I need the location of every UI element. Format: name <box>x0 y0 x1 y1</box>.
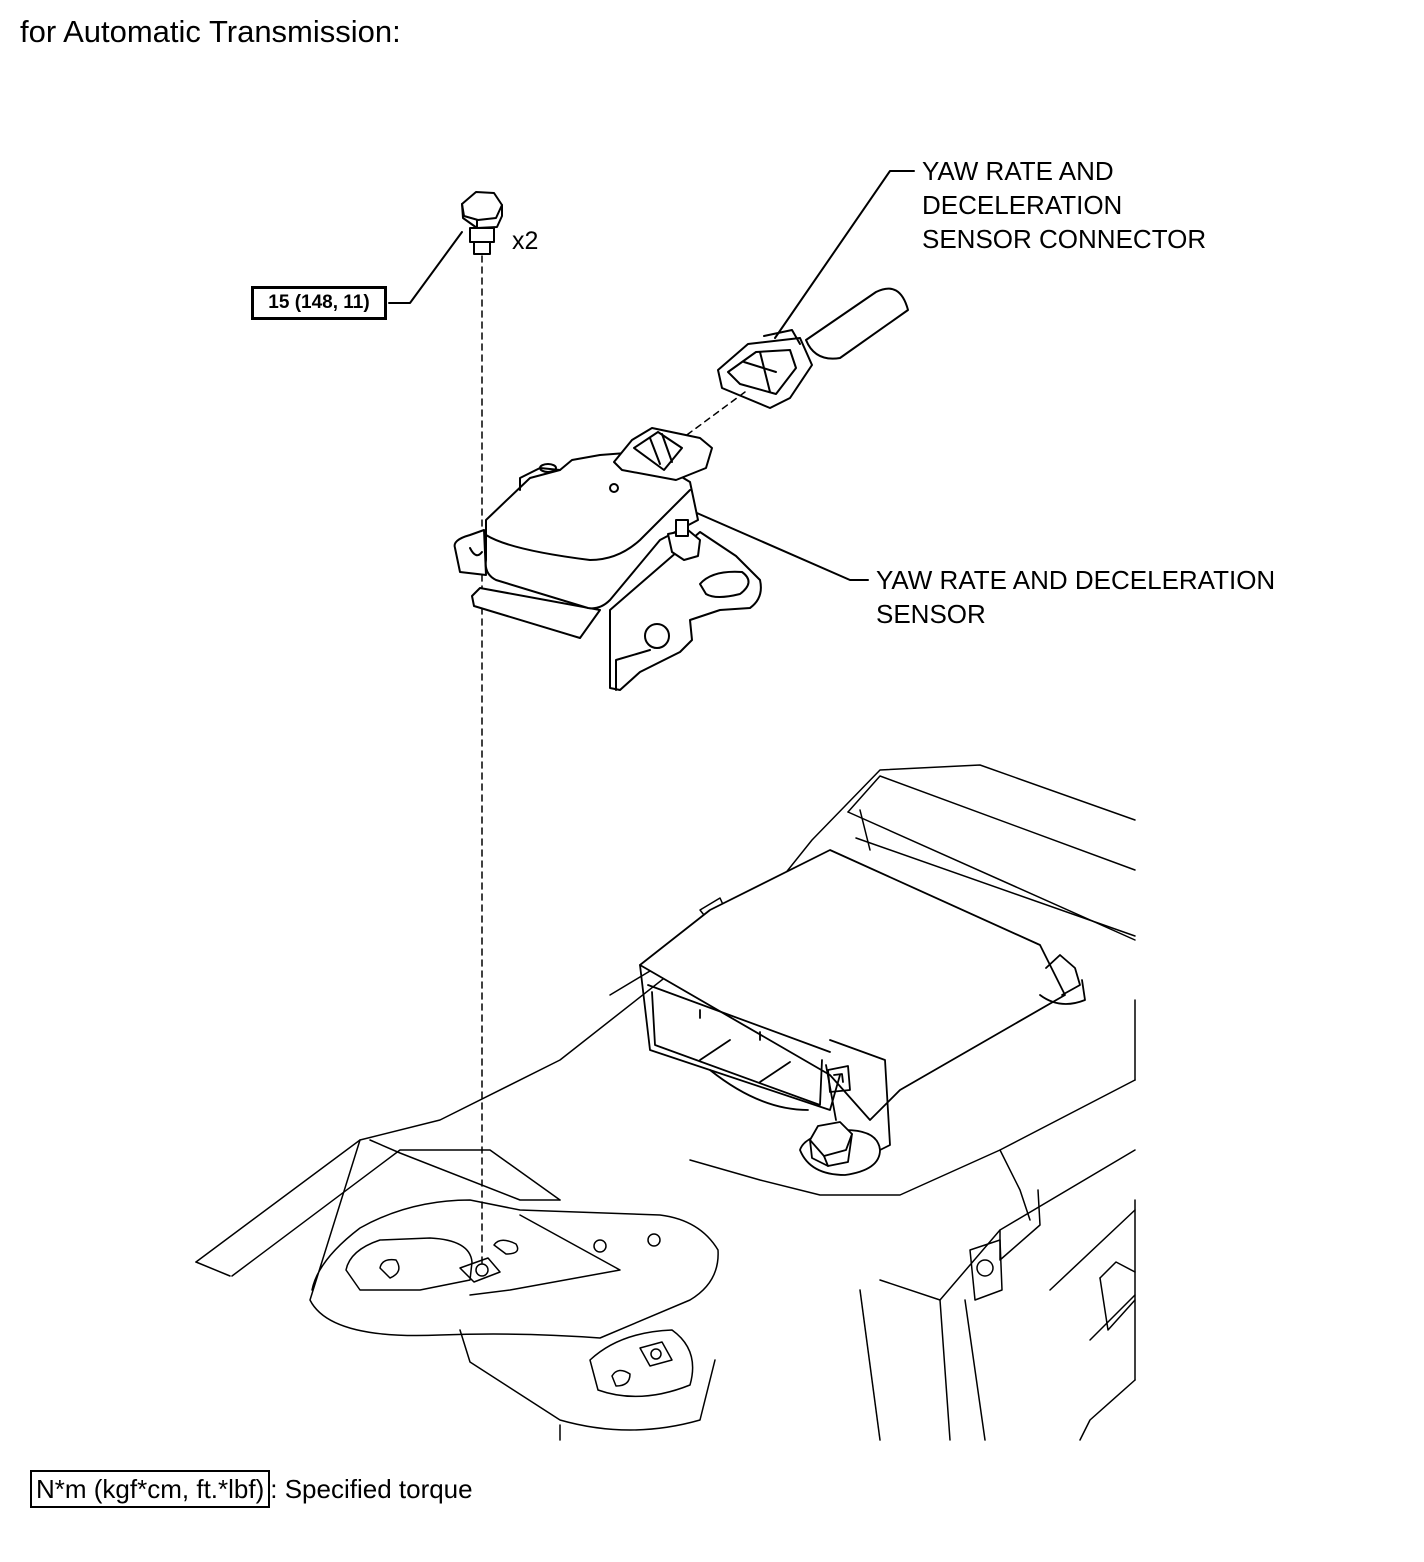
connector-leader-line <box>774 170 915 339</box>
connector-label-line-2: DECELERATION <box>922 190 1123 220</box>
connector-callout-label: YAW RATE AND DECELERATION SENSOR CONNECT… <box>922 154 1206 256</box>
torque-leader-line <box>388 231 463 304</box>
torque-legend: N*m (kgf*cm, ft.*lbf): Specified torque <box>30 1470 473 1508</box>
torque-unit-box: N*m (kgf*cm, ft.*lbf) <box>30 1470 271 1508</box>
connector-dashed-line <box>679 391 746 441</box>
connector-label-line-3: SENSOR CONNECTOR <box>922 224 1207 254</box>
sensor-connector-drawing <box>717 287 909 409</box>
yaw-rate-sensor-drawing <box>453 427 762 691</box>
sensor-label-line-2: SENSOR <box>876 599 986 629</box>
page-heading: for Automatic Transmission: <box>20 14 401 49</box>
sensor-label-line-1: YAW RATE AND DECELERATION <box>876 565 1276 595</box>
torque-spec-box: 15 (148, 11) <box>251 286 387 320</box>
bolt-quantity: x2 <box>512 227 539 255</box>
airbag-ecu-drawing <box>639 849 1086 1176</box>
connector-label-line-1: YAW RATE AND <box>922 156 1114 186</box>
torque-legend-description: : Specified torque <box>270 1474 473 1504</box>
sensor-callout-label: YAW RATE AND DECELERATION SENSOR <box>876 563 1275 631</box>
sensor-leader-line <box>689 509 869 581</box>
vehicle-floor-drawing <box>195 764 1136 1441</box>
bolt-icon <box>461 191 503 255</box>
